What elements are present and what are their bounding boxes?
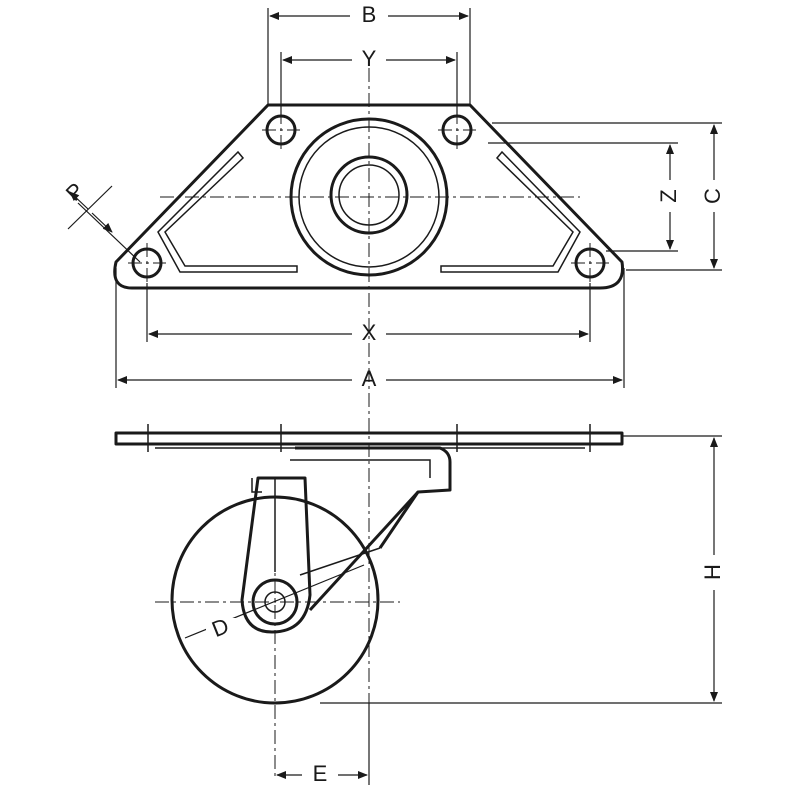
label-x: X bbox=[362, 320, 377, 345]
label-e: E bbox=[313, 761, 328, 786]
label-z: Z bbox=[656, 189, 681, 202]
dimension-d: D bbox=[184, 564, 365, 642]
dimension-z: Z bbox=[488, 142, 681, 252]
swivel-head bbox=[295, 446, 452, 549]
label-h: H bbox=[700, 564, 725, 580]
top-plate-view bbox=[113, 68, 625, 785]
dimension-y: Y bbox=[280, 46, 458, 116]
label-b: B bbox=[362, 2, 377, 27]
label-c: C bbox=[700, 188, 725, 204]
label-p: P bbox=[61, 178, 89, 206]
dimension-a: A bbox=[115, 268, 625, 391]
right-relief-groove bbox=[440, 150, 581, 273]
label-y: Y bbox=[362, 46, 377, 71]
dimension-c: C bbox=[492, 122, 725, 271]
dimension-e: E bbox=[276, 703, 370, 786]
dimension-b: B bbox=[267, 2, 471, 105]
dimension-p: P bbox=[61, 178, 141, 263]
plate-outline bbox=[113, 103, 625, 290]
side-caster-view bbox=[114, 424, 624, 780]
dimension-h: H bbox=[320, 435, 725, 704]
left-relief-groove bbox=[157, 150, 298, 273]
side-plate bbox=[114, 431, 624, 446]
dimension-x: X bbox=[146, 283, 591, 345]
label-a: A bbox=[362, 366, 377, 391]
